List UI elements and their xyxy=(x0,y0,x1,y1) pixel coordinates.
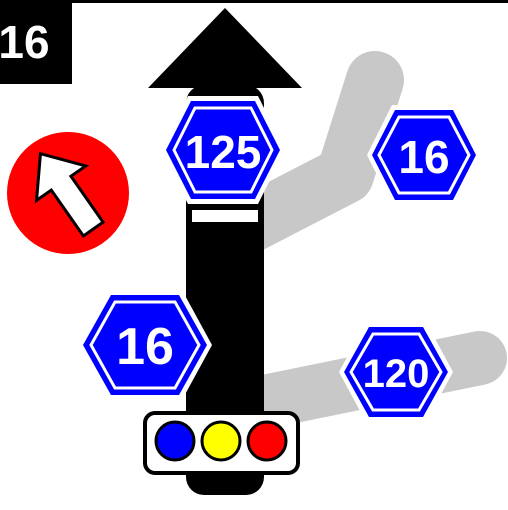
route-number-120: 120 xyxy=(363,352,430,396)
route-number-125: 125 xyxy=(185,126,262,178)
main-road-gap xyxy=(192,210,258,222)
up-left-arrow-icon xyxy=(7,132,129,254)
traffic-light-red-lamp xyxy=(248,422,286,460)
up-arrow-head xyxy=(148,8,302,88)
traffic-light-blue-lamp xyxy=(156,422,194,460)
route-number-16-upper: 16 xyxy=(398,131,449,183)
diagram-id-label: 16 xyxy=(0,16,50,68)
diagram-id-box: 16 xyxy=(0,0,72,84)
traffic-light-icon xyxy=(145,413,298,473)
traffic-light-yellow-lamp xyxy=(202,422,240,460)
route-number-16-left: 16 xyxy=(116,318,174,376)
